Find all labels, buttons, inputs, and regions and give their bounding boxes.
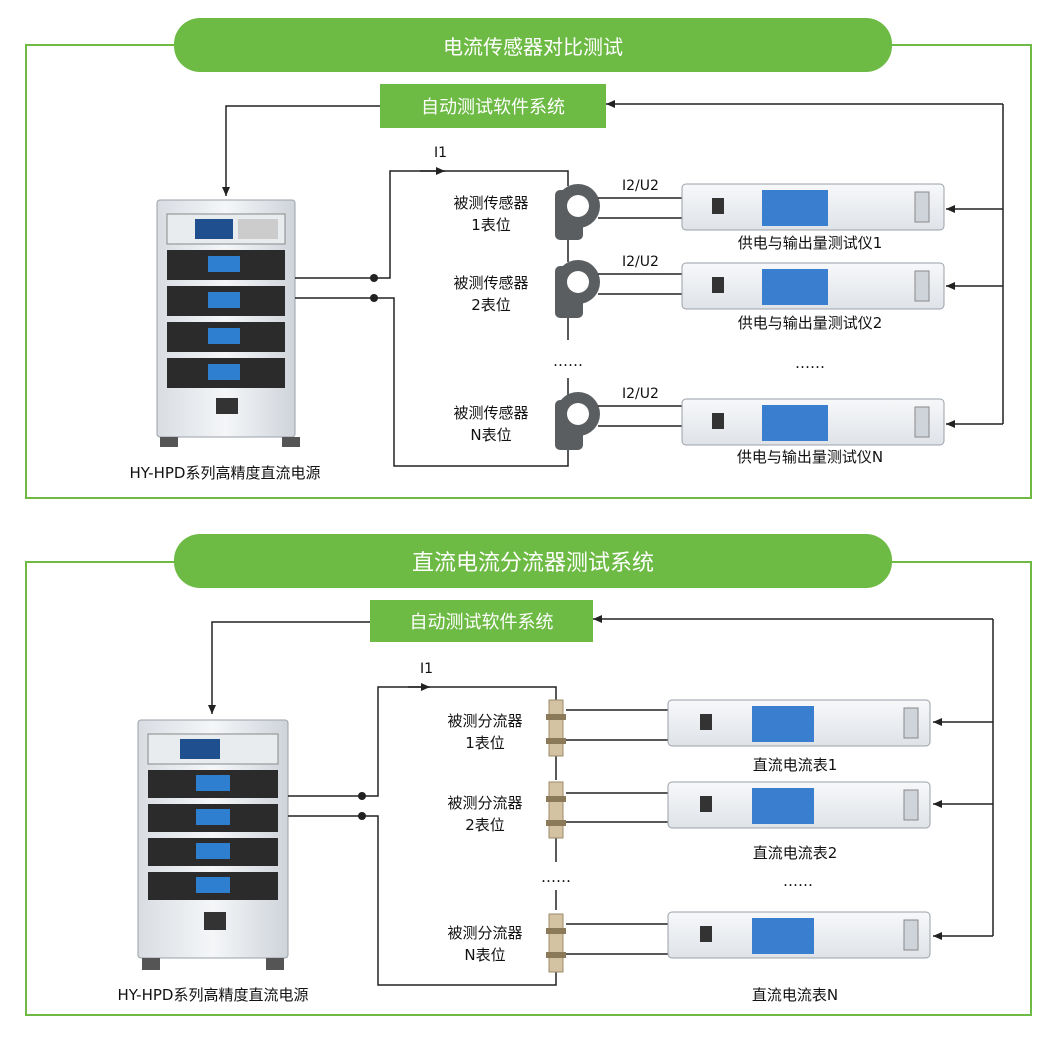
shunt-2	[546, 781, 566, 839]
dut-label-line1: 被测传感器	[453, 194, 529, 212]
dut-label-line1: 被测传感器	[453, 404, 529, 422]
dut-label-line1: 被测分流器	[447, 924, 523, 942]
section2-title: 直流电流分流器测试系统	[174, 534, 892, 588]
section1-signal-label-n: I2/U2	[622, 386, 659, 402]
ammeter-device-1	[667, 699, 931, 747]
section2-meter-label-2: 直流电流表2	[752, 844, 838, 862]
power-supply-rack-2	[137, 719, 289, 970]
software-to-source-link-1	[222, 102, 389, 196]
section1-meter-label-n: 供电与输出量测试仪N	[736, 448, 884, 466]
section1-meter-label-1: 供电与输出量测试仪1	[737, 234, 883, 252]
section1-meter-ellipsis: ……	[795, 354, 825, 372]
shunt-1	[546, 699, 566, 757]
section2-dut-label-2: 被测分流器 2表位	[430, 792, 540, 836]
meter-device-1	[681, 183, 945, 231]
section1-signal-label-1: I2/U2	[622, 178, 659, 194]
dut-label-line1: 被测分流器	[447, 712, 523, 730]
dut-label-line2: 1表位	[471, 216, 511, 234]
sensor-2	[555, 260, 600, 318]
section1-current-label: I1	[434, 145, 448, 161]
section2-power-source-label: HY-HPD系列高精度直流电源	[117, 986, 309, 1004]
current-loop-out-1	[295, 170, 569, 279]
current-loop-return-2	[362, 815, 557, 986]
power-supply-rack-1	[156, 199, 300, 447]
section2-meter-label-n: 直流电流表N	[751, 986, 839, 1004]
section1-title: 电流传感器对比测试	[174, 18, 892, 72]
dut-label-line1: 被测传感器	[453, 274, 529, 292]
meter-device-n	[681, 398, 945, 446]
section2-meter-label-1: 直流电流表1	[752, 756, 838, 774]
current-loop-out-2	[288, 686, 557, 797]
dut-label-line2: 2表位	[471, 296, 511, 314]
section2-current-label: I1	[420, 661, 434, 677]
ammeter-device-n	[667, 911, 931, 959]
section1-software-box: 自动测试软件系统	[380, 84, 606, 128]
section2-meter-ellipsis: ……	[783, 872, 813, 890]
ammeter-device-2	[667, 781, 931, 829]
section1-meter-label-2: 供电与输出量测试仪2	[737, 314, 883, 332]
current-loop-return-1	[374, 297, 569, 467]
section1-dut-ellipsis: ……	[553, 352, 583, 370]
dut-label-line1: 被测分流器	[447, 794, 523, 812]
dut-label-line2: N表位	[470, 426, 512, 444]
section2-dut-label-1: 被测分流器 1表位	[430, 710, 540, 754]
sensor-1	[555, 184, 600, 240]
section1-dut-label-n: 被测传感器 N表位	[436, 402, 546, 446]
section1-dut-label-1: 被测传感器 1表位	[436, 192, 546, 236]
dut-label-line2: 1表位	[465, 734, 505, 752]
section2-software-box: 自动测试软件系统	[370, 600, 593, 642]
meter-device-2	[681, 262, 945, 310]
section1-signal-label-2: I2/U2	[622, 254, 659, 270]
section2-dut-ellipsis: ……	[541, 868, 571, 886]
section1-power-source-label: HY-HPD系列高精度直流电源	[129, 464, 321, 482]
sensor-n	[555, 392, 600, 450]
section2-dut-label-n: 被测分流器 N表位	[430, 922, 540, 966]
section1-dut-label-2: 被测传感器 2表位	[436, 272, 546, 316]
dut-label-line2: 2表位	[465, 816, 505, 834]
shunt-n	[546, 913, 566, 973]
software-to-source-link-2	[208, 618, 379, 714]
dut-label-line2: N表位	[464, 946, 506, 964]
